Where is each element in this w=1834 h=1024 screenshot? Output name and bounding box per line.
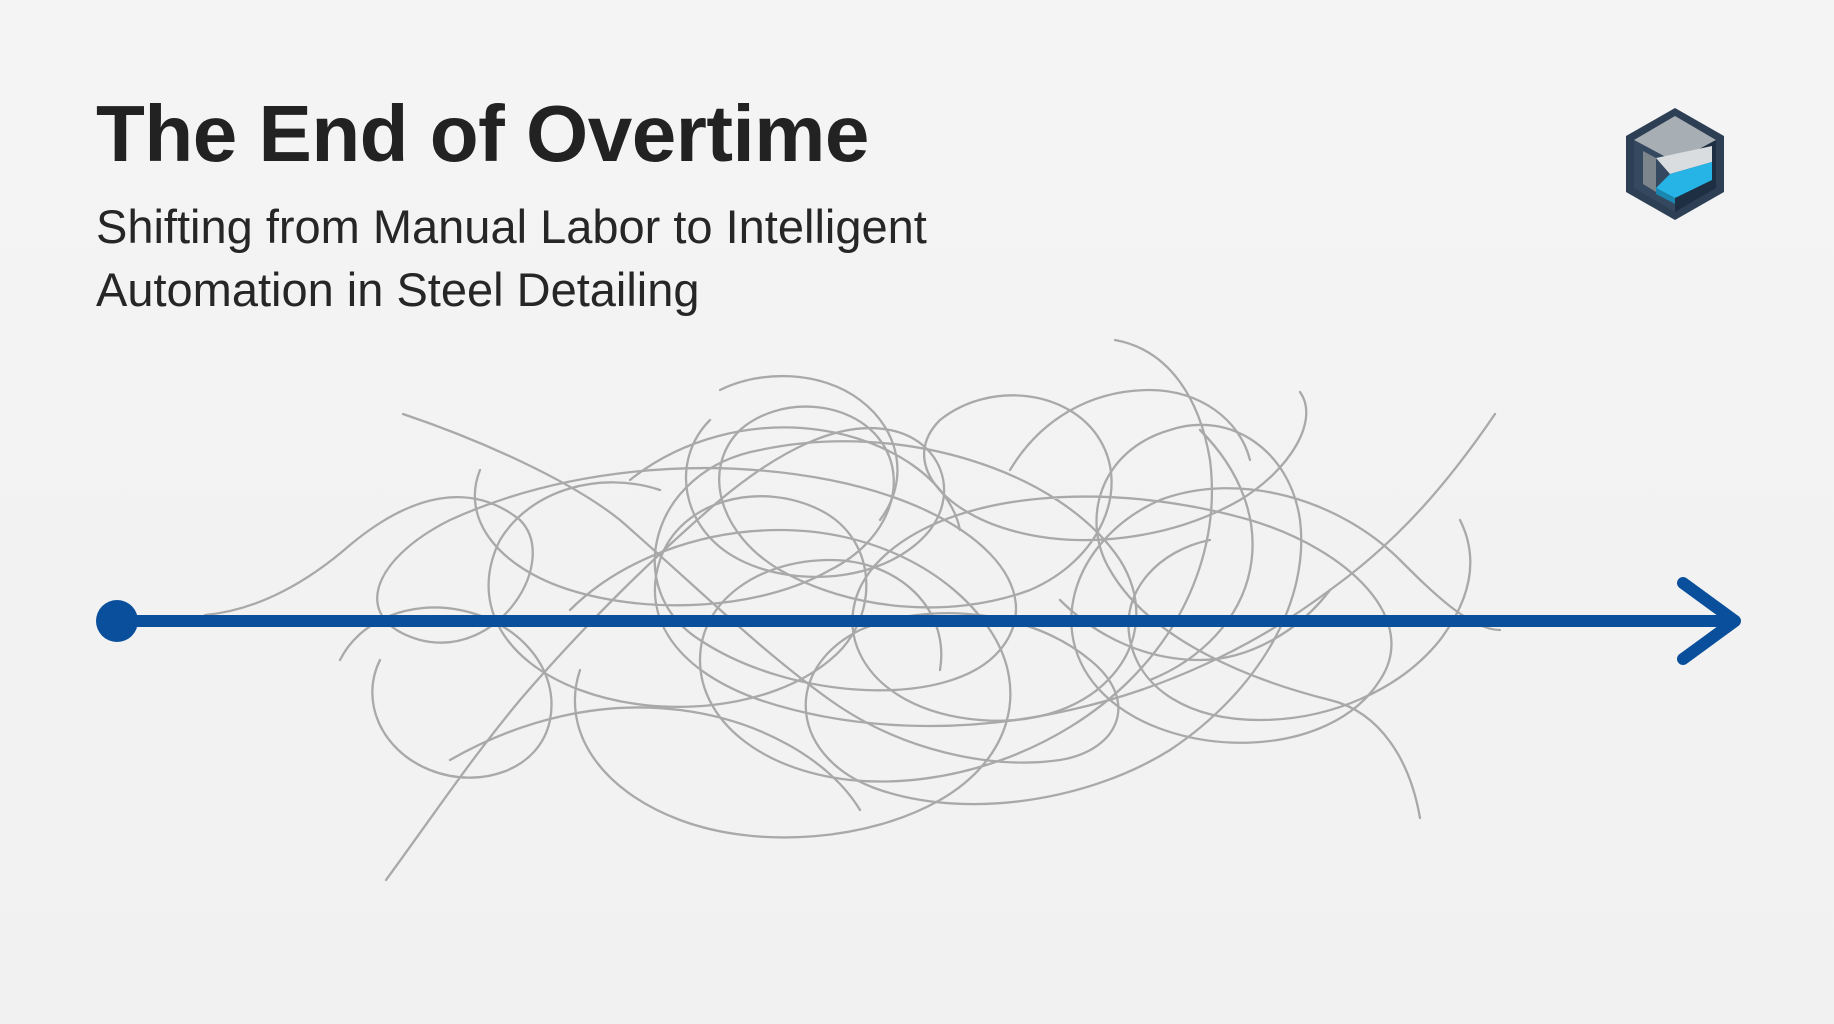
straight-arrow-icon	[96, 577, 1741, 665]
slide-title: The End of Overtime	[96, 89, 869, 178]
isometric-cube-logo-icon	[1626, 108, 1724, 220]
tangled-scribble-icon	[203, 338, 1502, 882]
slide-subtitle: Shifting from Manual Labor to Intelligen…	[96, 200, 927, 316]
